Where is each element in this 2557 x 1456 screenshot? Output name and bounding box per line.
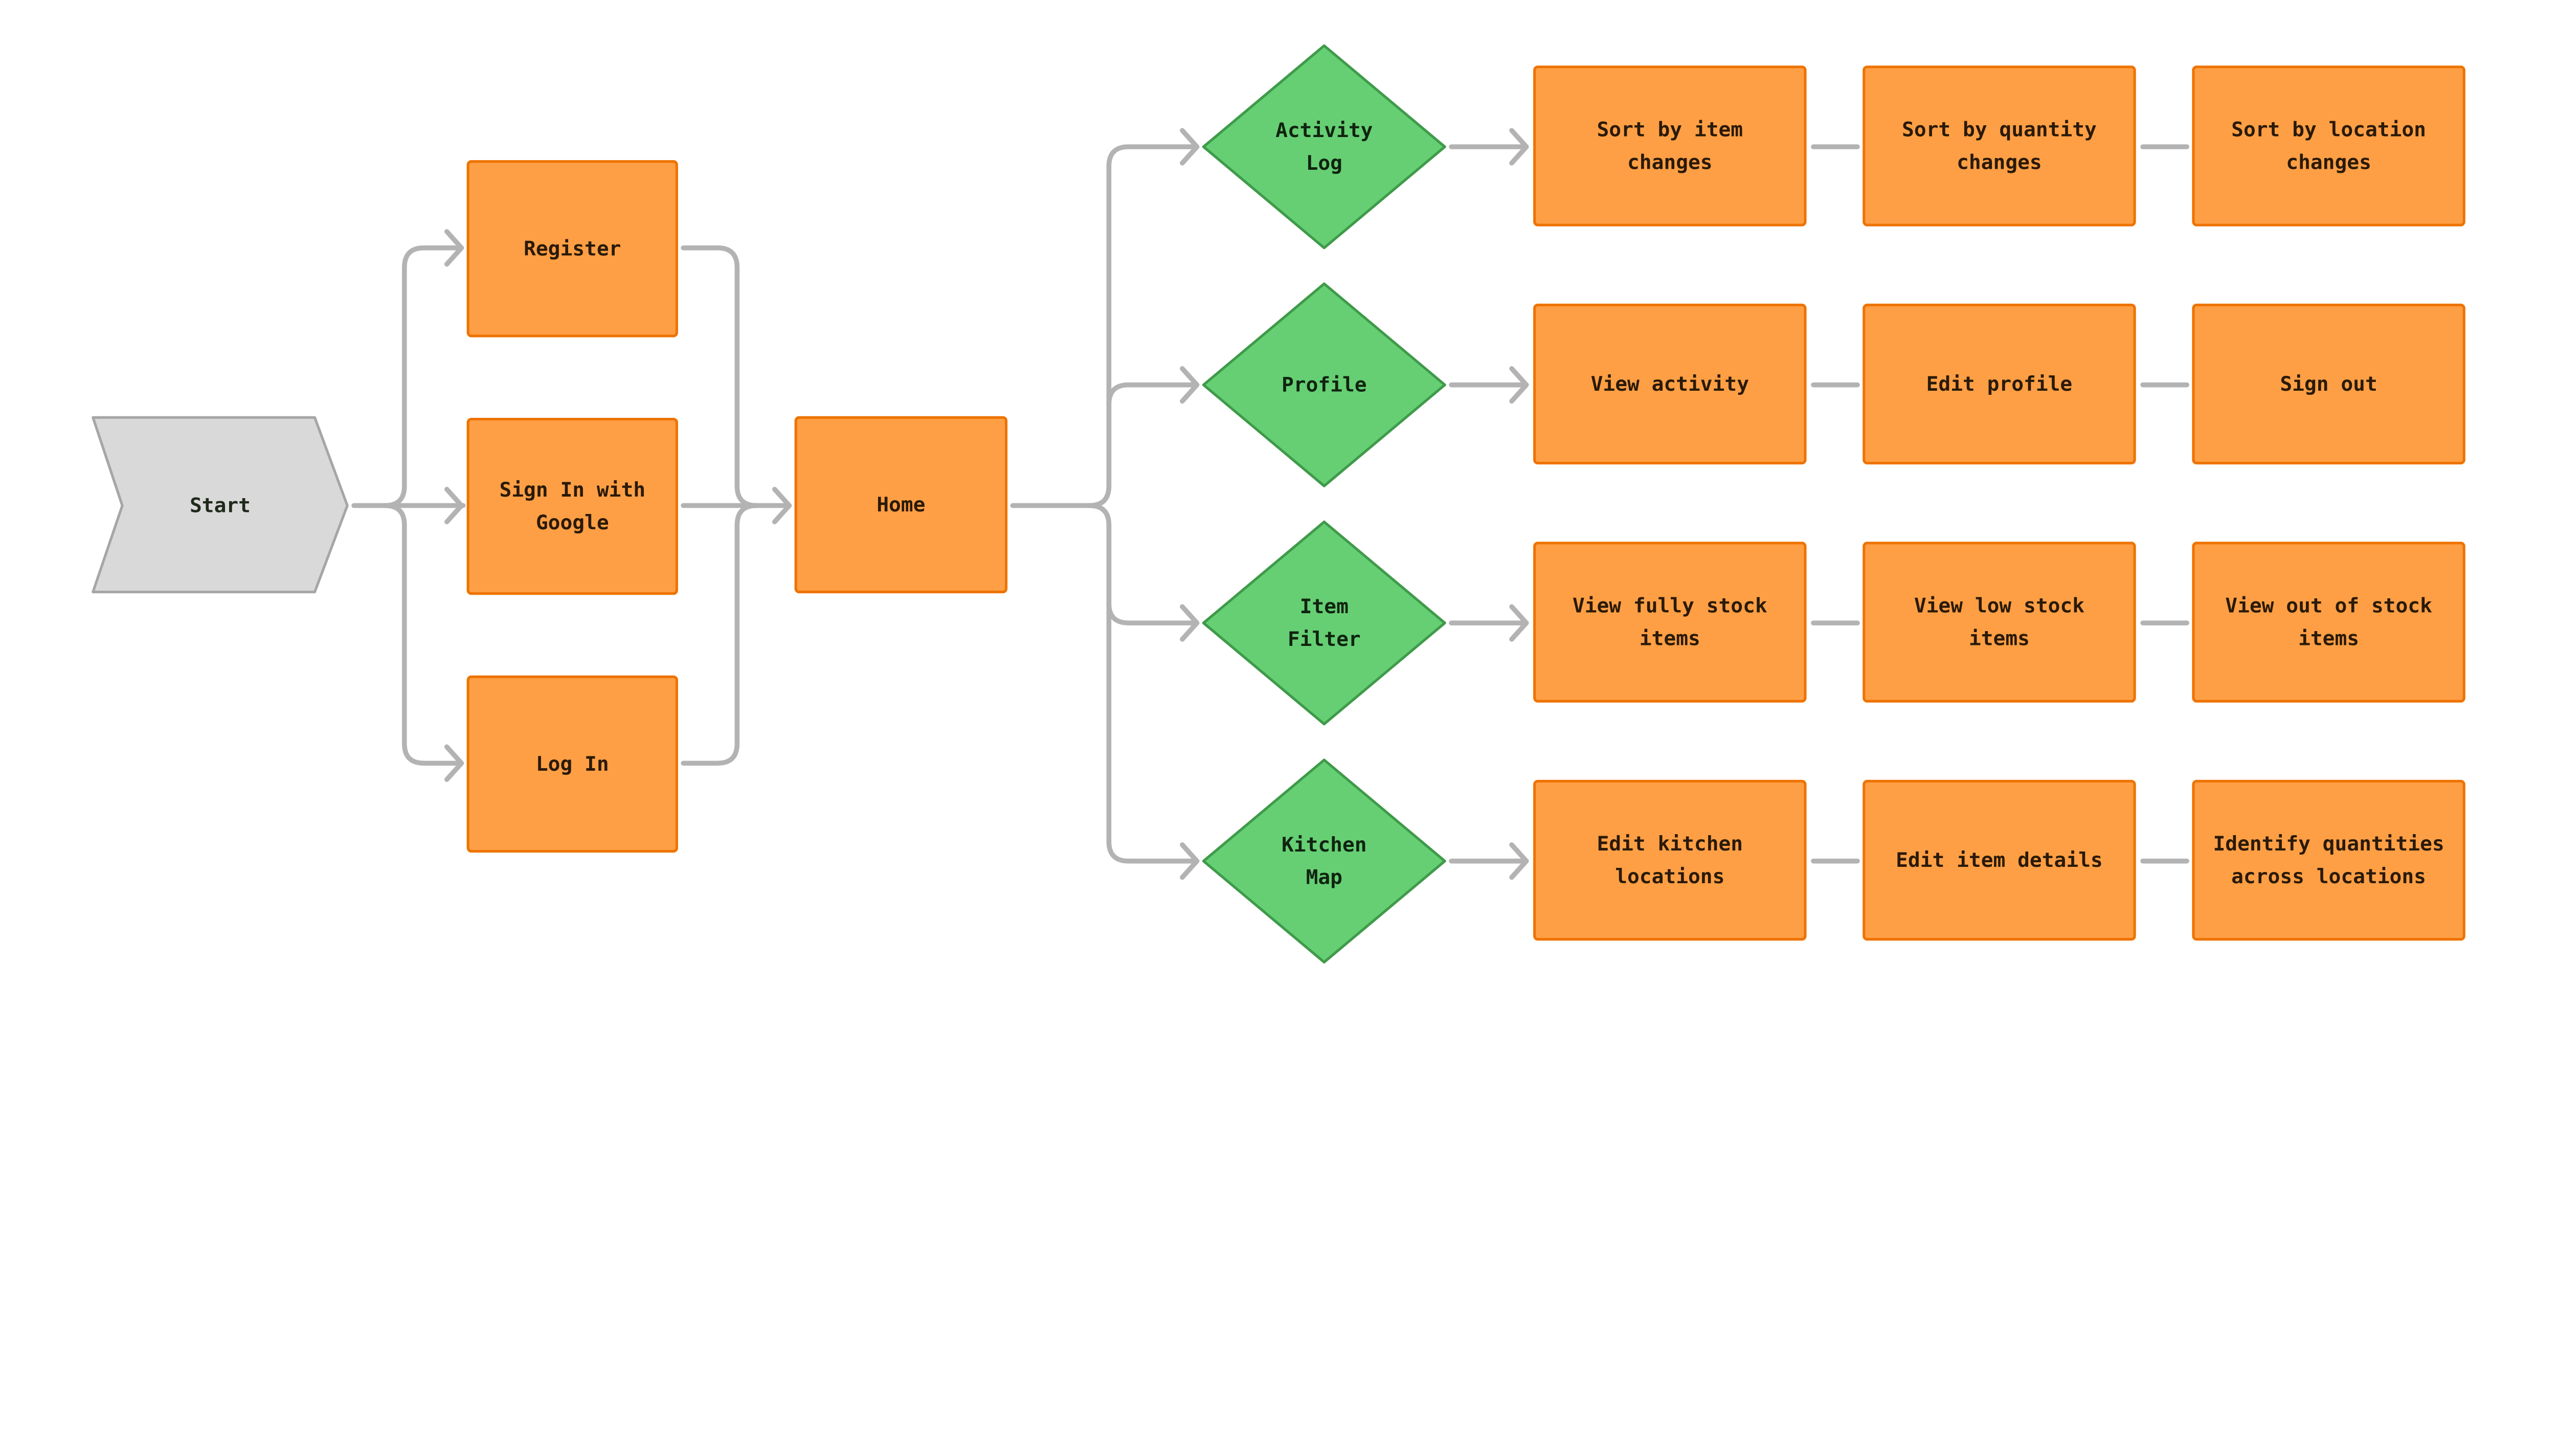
step-node-2-1-label: items — [1969, 626, 2030, 650]
arrowhead-icon — [444, 486, 464, 525]
process-box — [1863, 542, 2136, 703]
step-node-1-1[interactable]: Edit profile — [1863, 303, 2136, 465]
step-node-3-0-label: Edit kitchen — [1597, 832, 1743, 856]
step-node-3-2-label: across locations — [2231, 865, 2426, 888]
connector-line — [1087, 503, 1200, 864]
step-node-2-2-label: View out of stock — [2225, 594, 2432, 618]
decision-node-1[interactable]: Profile — [1202, 282, 1446, 487]
auth-node-2-label: Log In — [536, 752, 609, 776]
step-node-2-0-label: items — [1640, 626, 1700, 650]
decision-node-0-label: Activity — [1275, 119, 1373, 142]
arrowhead-icon — [444, 229, 464, 267]
step-node-0-1[interactable]: Sort by quantity changes — [1863, 65, 2136, 227]
connector-line — [681, 245, 759, 508]
arrowhead-icon — [1509, 842, 1529, 880]
arrowhead-icon — [1180, 128, 1200, 166]
decision-node-2-label: Item — [1300, 595, 1349, 618]
auth-node-1-label: Sign In with — [499, 478, 645, 502]
arrowhead-icon — [444, 744, 464, 782]
step-node-3-2-label: Identify quantities — [2213, 832, 2444, 856]
process-box — [1533, 65, 1807, 227]
connector-line — [1087, 382, 1200, 508]
home-node-label: Home — [877, 493, 925, 517]
decision-node-0-label: Log — [1306, 151, 1342, 175]
step-node-0-1-label: Sort by quantity — [1902, 118, 2097, 142]
step-node-3-0-label: locations — [1615, 865, 1724, 888]
step-node-1-0[interactable]: View activity — [1533, 303, 1807, 465]
process-box — [2192, 542, 2465, 703]
step-node-0-0-label: Sort by item — [1597, 118, 1743, 142]
auth-node-2[interactable]: Log In — [466, 675, 678, 853]
arrowhead-icon — [1509, 604, 1529, 642]
process-box — [2192, 65, 2465, 227]
auth-node-1-label: Google — [536, 511, 609, 534]
decision-node-3-label: Map — [1306, 866, 1342, 889]
step-node-0-2[interactable]: Sort by location changes — [2192, 65, 2465, 227]
arrowhead-icon — [1180, 842, 1200, 880]
step-node-2-1-label: View low stock — [1914, 594, 2084, 618]
step-node-2-2[interactable]: View out of stock items — [2192, 542, 2465, 703]
process-box — [466, 675, 678, 853]
step-node-1-1-label: Edit profile — [1926, 372, 2073, 396]
connector-line — [681, 503, 759, 766]
start-label: Start — [190, 494, 251, 518]
decision-node-2-label: Filter — [1288, 628, 1361, 651]
step-node-0-1-label: changes — [1957, 150, 2042, 174]
auth-node-0[interactable]: Register — [466, 160, 678, 338]
decision-diamond — [1202, 44, 1446, 250]
connector-line — [382, 503, 464, 766]
step-node-1-0-label: View activity — [1591, 372, 1749, 396]
step-node-3-0[interactable]: Edit kitchen locations — [1533, 779, 1807, 941]
step-node-2-2-label: items — [2298, 626, 2359, 650]
arrowhead-icon — [1509, 366, 1529, 404]
connectors — [351, 128, 2189, 880]
step-node-0-0[interactable]: Sort by item changes — [1533, 65, 1807, 227]
start-node[interactable]: Start — [92, 416, 349, 594]
step-node-0-0-label: changes — [1627, 150, 1713, 174]
decision-diamond — [1202, 520, 1446, 726]
start-chevron — [92, 416, 349, 594]
process-box — [794, 416, 1008, 594]
step-node-3-1[interactable]: Edit item details — [1863, 779, 2136, 941]
step-node-0-2-label: changes — [2286, 150, 2371, 174]
process-box — [466, 417, 678, 595]
step-node-1-2-label: Sign out — [2280, 372, 2377, 396]
step-node-1-2[interactable]: Sign out — [2192, 303, 2465, 465]
step-node-0-2-label: Sort by location — [2231, 118, 2426, 142]
process-box — [1533, 303, 1807, 465]
step-node-3-1-label: Edit item details — [1896, 848, 2103, 872]
arrowhead-icon — [772, 486, 792, 525]
process-box — [1863, 779, 2136, 941]
process-box — [466, 160, 678, 338]
connector-line — [1087, 144, 1200, 508]
home-node[interactable]: Home — [794, 416, 1008, 594]
step-node-2-0[interactable]: View fully stock items — [1533, 542, 1807, 703]
step-node-3-2[interactable]: Identify quantities across locations — [2192, 779, 2465, 941]
process-box — [1533, 542, 1807, 703]
auth-node-0-label: Register — [524, 237, 621, 260]
process-box — [2192, 303, 2465, 465]
process-box — [2192, 779, 2465, 941]
connector-line — [382, 245, 464, 508]
step-node-2-0-label: View fully stock — [1573, 594, 1767, 618]
decision-diamond — [1202, 282, 1446, 487]
process-box — [1863, 303, 2136, 465]
step-node-2-1[interactable]: View low stock items — [1863, 542, 2136, 703]
decision-diamond — [1202, 758, 1446, 964]
process-box — [1533, 779, 1807, 941]
arrowhead-icon — [1509, 128, 1529, 166]
decision-node-1-label: Profile — [1282, 373, 1367, 397]
arrowhead-icon — [1180, 366, 1200, 404]
process-box — [1863, 65, 2136, 227]
arrowhead-icon — [1180, 604, 1200, 642]
decision-node-3-label: Kitchen — [1282, 833, 1367, 857]
